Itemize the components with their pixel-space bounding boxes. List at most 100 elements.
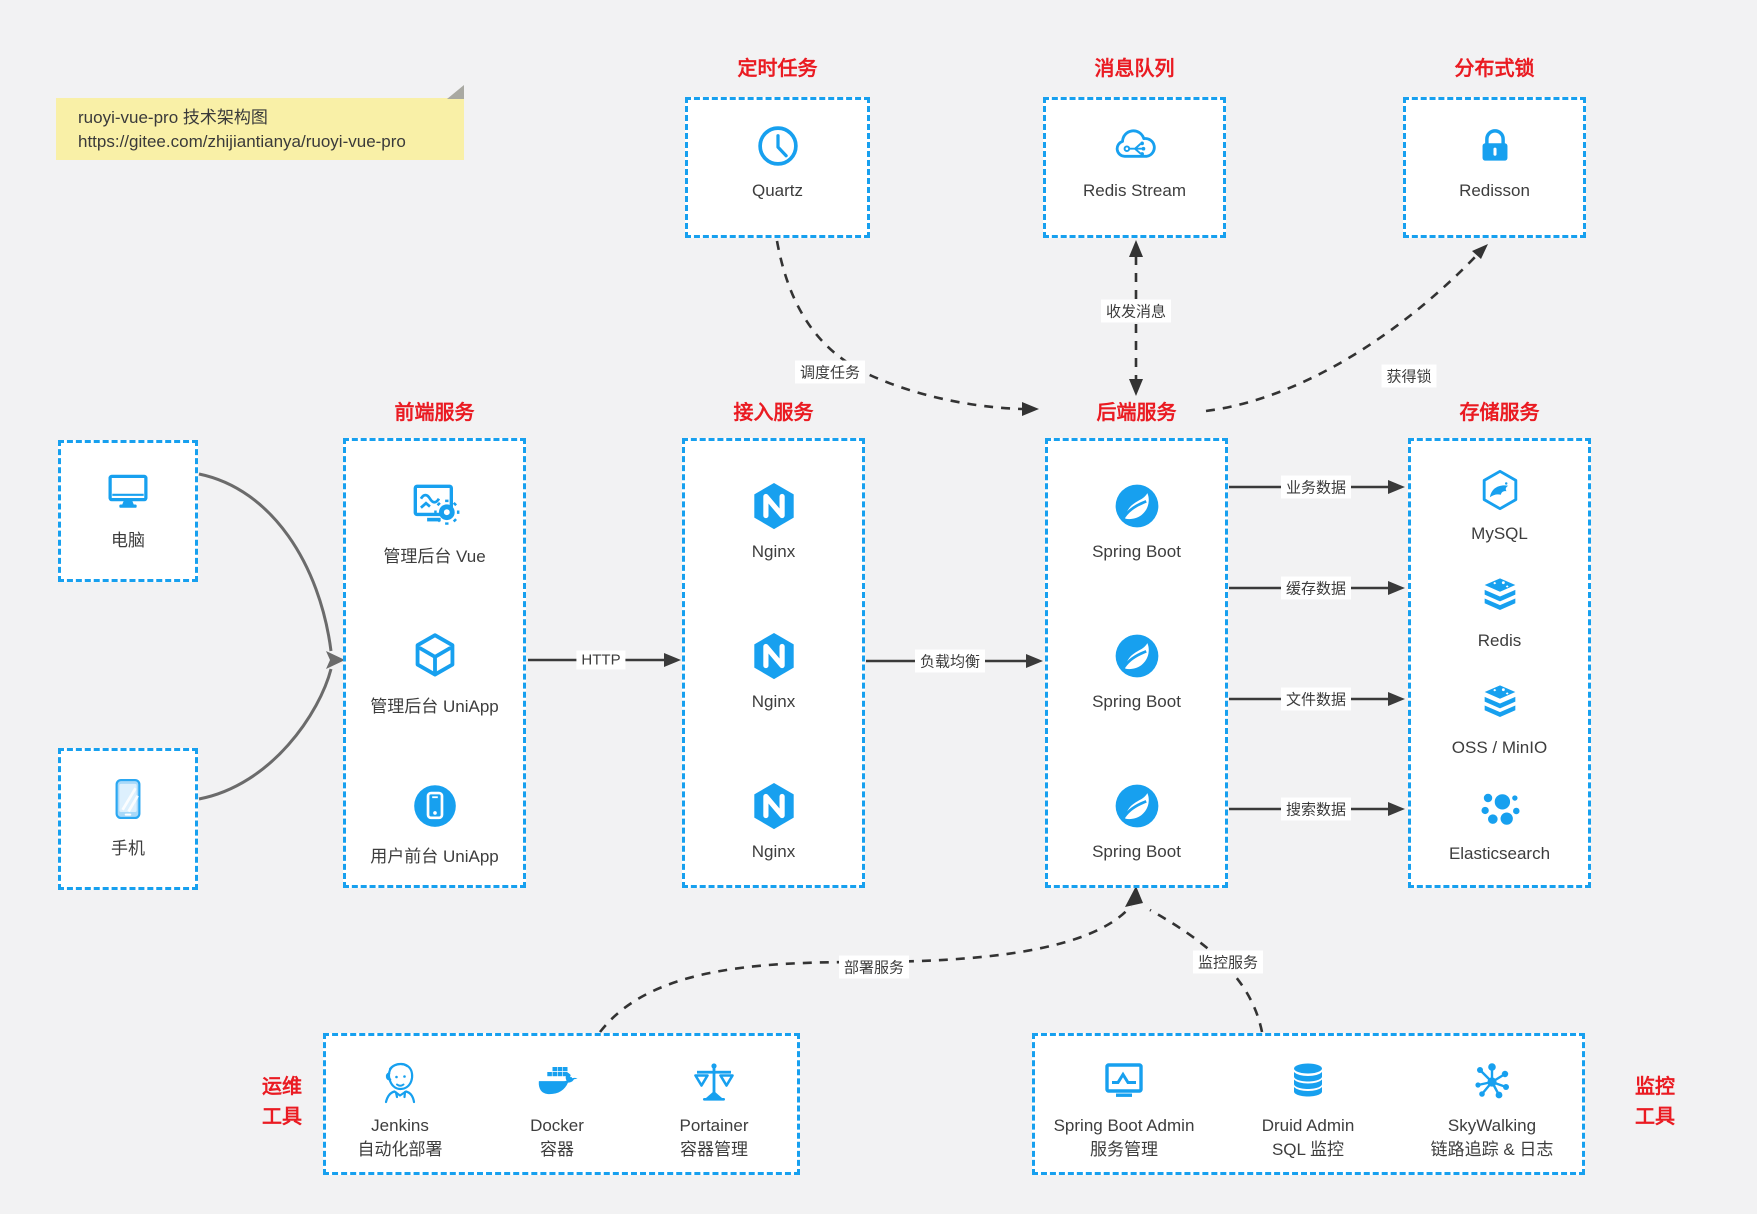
edge-desktop-to-frontend — [198, 472, 333, 652]
group-title-storage: 存储服务 — [1459, 402, 1540, 424]
monitor-item-druid: Druid Admin SQL 监控 — [1218, 1058, 1398, 1162]
ops-tools-side-label: 运维 工具 — [262, 1076, 302, 1128]
item-label-mysql: MySQL — [1471, 524, 1528, 543]
arrowhead-frontend — [326, 651, 345, 669]
ops-sublabel-portainer: 容器管理 — [680, 1140, 748, 1159]
group-title-scheduled-tasks: 定时任务 — [737, 58, 818, 80]
group-title-frontend: 前端服务 — [394, 402, 475, 424]
gateway-services-box: Nginx Nginx Nginx — [682, 438, 865, 888]
edge-label-file-data: 文件数据 — [1280, 687, 1352, 711]
message-queue-box: Redis Stream — [1043, 97, 1226, 238]
scheduled-tasks-box: Quartz — [685, 97, 870, 238]
redis-icon — [1477, 574, 1523, 620]
item-label-spring-2: Spring Boot — [1092, 692, 1181, 711]
edge-label-http: HTTP — [576, 650, 626, 670]
clock-icon — [752, 120, 804, 172]
ops-item-portainer: Portainer 容器管理 — [639, 1058, 789, 1162]
mysql-icon — [1477, 467, 1523, 513]
monitor-sublabel-skywalking: 链路追踪 & 日志 — [1430, 1140, 1554, 1159]
item-label-nginx-3: Nginx — [751, 842, 796, 861]
cloud-mq-icon — [1109, 120, 1161, 172]
monitor-sublabel-druid: SQL 监控 — [1271, 1140, 1345, 1159]
ops-sublabel-jenkins: 自动化部署 — [357, 1140, 443, 1159]
monitor-item-sba: Spring Boot Admin 服务管理 — [1034, 1058, 1214, 1162]
monitor-sublabel-sba: 服务管理 — [1090, 1140, 1158, 1159]
desktop-box: 电脑 — [58, 440, 198, 582]
phone-box: 手机 — [58, 748, 198, 890]
item-label-user-uniapp: 用户前台 UniApp — [370, 847, 499, 866]
device-label-pc: 电脑 — [111, 531, 145, 550]
item-label-spring-1: Spring Boot — [1092, 542, 1181, 561]
monitor-label-sba: Spring Boot Admin — [1053, 1116, 1195, 1135]
monitor-tools-side-label: 监控 工具 — [1635, 1076, 1675, 1128]
storage-services-box: MySQL Redis OSS / MinIO Elasticsearch — [1408, 438, 1591, 888]
admin-vue-icon — [408, 479, 462, 533]
group-title-distributed-lock: 分布式锁 — [1454, 58, 1535, 80]
portainer-icon — [690, 1058, 738, 1106]
monitor-label-druid: Druid Admin — [1261, 1116, 1355, 1135]
nginx-icon — [747, 779, 801, 833]
edge-label-messaging: 收发消息 — [1100, 299, 1172, 323]
ops-item-jenkins: Jenkins 自动化部署 — [325, 1058, 475, 1162]
note-title: ruoyi-vue-pro 技术架构图 — [78, 108, 268, 127]
frontend-services-box: 管理后台 Vue 管理后台 UniApp 用户前台 UniApp — [343, 438, 526, 888]
edge-label-cache-data: 缓存数据 — [1280, 576, 1352, 600]
item-label-nginx-2: Nginx — [751, 692, 796, 711]
note-url: https://gitee.com/zhijiantianya/ruoyi-vu… — [78, 132, 406, 151]
edge-label-monitor: 监控服务 — [1192, 950, 1264, 974]
ops-item-docker: Docker 容器 — [482, 1058, 632, 1162]
nginx-icon — [747, 629, 801, 683]
edge-label-load-balance: 负载均衡 — [914, 649, 986, 673]
group-title-message-queue: 消息队列 — [1094, 58, 1175, 80]
device-label-phone: 手机 — [111, 839, 145, 858]
ops-label-jenkins: Jenkins — [371, 1116, 429, 1135]
item-label-oss-minio: OSS / MinIO — [1451, 738, 1548, 757]
item-label-redisson: Redisson — [1459, 181, 1530, 200]
docker-icon — [533, 1058, 581, 1106]
user-app-icon — [408, 779, 462, 833]
edge-label-deploy: 部署服务 — [838, 955, 910, 979]
monitor-tools-box — [1032, 1033, 1585, 1175]
edge-label-business-data: 业务数据 — [1280, 475, 1352, 499]
group-title-gateway: 接入服务 — [733, 402, 814, 424]
item-label-admin-vue: 管理后台 Vue — [383, 547, 486, 566]
smartphone-icon — [102, 773, 154, 825]
distributed-lock-box: Redisson — [1403, 97, 1586, 238]
ops-label-docker: Docker — [530, 1116, 584, 1135]
spring-boot-admin-icon — [1100, 1058, 1148, 1106]
edge-label-search-data: 搜索数据 — [1280, 797, 1352, 821]
backend-services-box: Spring Boot Spring Boot Spring Boot — [1045, 438, 1228, 888]
ops-sublabel-docker: 容器 — [540, 1140, 574, 1159]
group-title-backend: 后端服务 — [1096, 402, 1177, 424]
ops-label-portainer: Portainer — [679, 1116, 749, 1135]
item-label-elasticsearch: Elasticsearch — [1448, 844, 1551, 863]
item-label-spring-3: Spring Boot — [1092, 842, 1181, 861]
note-curl-icon — [447, 85, 464, 99]
nginx-icon — [747, 479, 801, 533]
item-label-quartz: Quartz — [751, 181, 804, 200]
monitor-label-skywalking: SkyWalking — [1447, 1116, 1537, 1135]
item-label-redis-stream: Redis Stream — [1083, 181, 1186, 200]
edge-label-schedule: 调度任务 — [794, 360, 866, 384]
item-label-redis: Redis — [1477, 631, 1522, 650]
ops-tools-box — [323, 1033, 800, 1175]
lock-icon — [1469, 120, 1521, 172]
spring-boot-icon — [1110, 629, 1164, 683]
skywalking-icon — [1468, 1058, 1516, 1106]
spring-boot-icon — [1110, 779, 1164, 833]
druid-icon — [1284, 1058, 1332, 1106]
item-label-nginx-1: Nginx — [751, 542, 796, 561]
oss-icon — [1477, 681, 1523, 727]
elasticsearch-icon — [1477, 787, 1523, 833]
sticky-note: ruoyi-vue-pro 技术架构图 https://gitee.com/zh… — [56, 85, 464, 160]
item-label-admin-uniapp: 管理后台 UniApp — [370, 697, 499, 716]
jenkins-icon — [376, 1058, 424, 1106]
edge-schedule — [775, 240, 1023, 411]
uniapp-cube-icon — [408, 629, 462, 683]
monitor-item-skywalking: SkyWalking 链路追踪 & 日志 — [1402, 1058, 1582, 1162]
edge-label-lock: 获得锁 — [1381, 364, 1437, 388]
spring-boot-icon — [1110, 479, 1164, 533]
edge-phone-to-frontend — [198, 668, 333, 801]
desktop-icon — [102, 465, 154, 517]
